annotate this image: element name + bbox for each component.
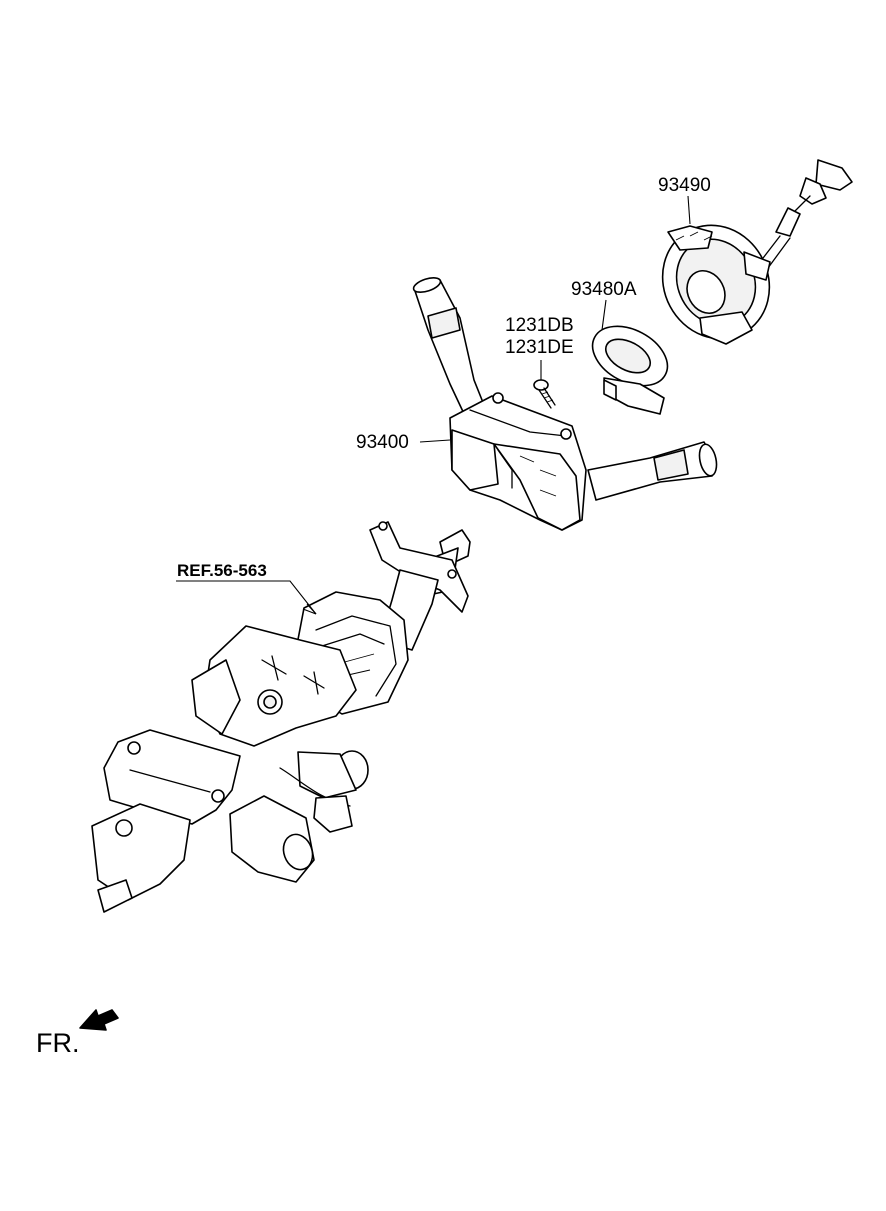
leader-93480A	[601, 299, 607, 331]
steering-column-assembly	[91, 521, 471, 913]
leader-lines	[176, 195, 691, 615]
reference-label: REF.56-563	[177, 561, 267, 580]
front-label: FR.	[36, 1028, 80, 1058]
front-arrow-icon	[79, 1009, 119, 1031]
part-label-1231de: 1231DE	[505, 337, 574, 358]
leader-93490	[687, 195, 691, 225]
leader-93400	[419, 439, 451, 443]
part-label-1231db: 1231DB	[505, 315, 574, 336]
part-label-93400: 93400	[356, 432, 409, 453]
front-direction-indicator: FR.	[36, 1009, 119, 1058]
leader-ref	[176, 580, 317, 615]
screw	[533, 379, 556, 409]
clock-spring-assembly	[661, 159, 853, 345]
part-label-93480a: 93480A	[571, 279, 637, 300]
steering-angle-sensor	[591, 325, 669, 415]
multifunction-switch-assembly	[412, 277, 718, 531]
part-label-93490: 93490	[658, 175, 711, 196]
